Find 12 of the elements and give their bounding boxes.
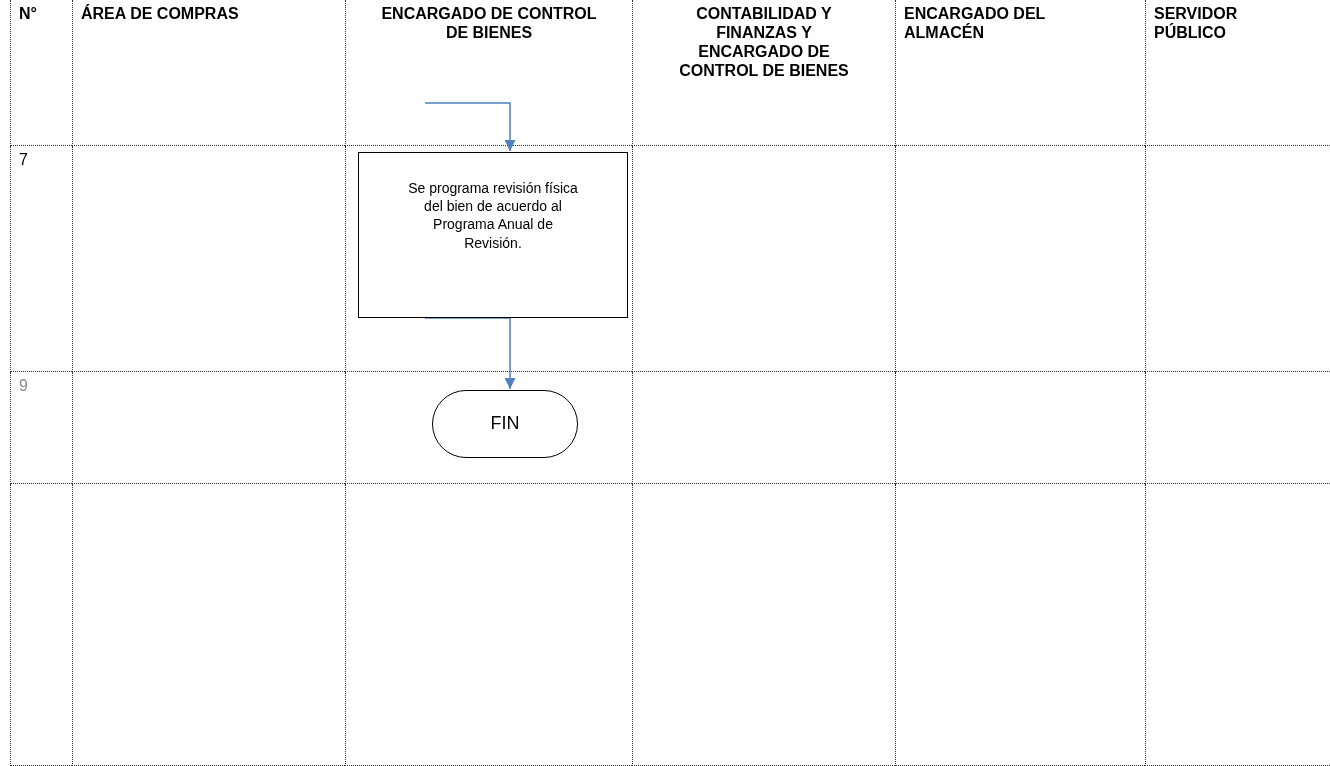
column-header: ÁREA DE COMPRAS	[81, 4, 239, 23]
node-text: FIN	[490, 412, 520, 436]
arrow	[424, 102, 516, 152]
row-number: 7	[19, 150, 28, 169]
column-header: ENCARGADO DE CONTROL DE BIENES	[380, 4, 598, 42]
column-header: ENCARGADO DEL ALMACÉN	[904, 4, 1047, 42]
column-header: SERVIDOR PÚBLICO	[1154, 4, 1239, 42]
column-header: N°	[19, 4, 37, 23]
column-header: CONTABILIDAD Y FINANZAS Y ENCARGADO DE CONTROL DE BIENES	[678, 4, 850, 80]
process-box	[358, 152, 628, 318]
node-text: Se programa revisión física del bien de acuerdo al Programa Anual de Revisión.	[407, 179, 579, 253]
row-number: 9	[19, 376, 28, 395]
